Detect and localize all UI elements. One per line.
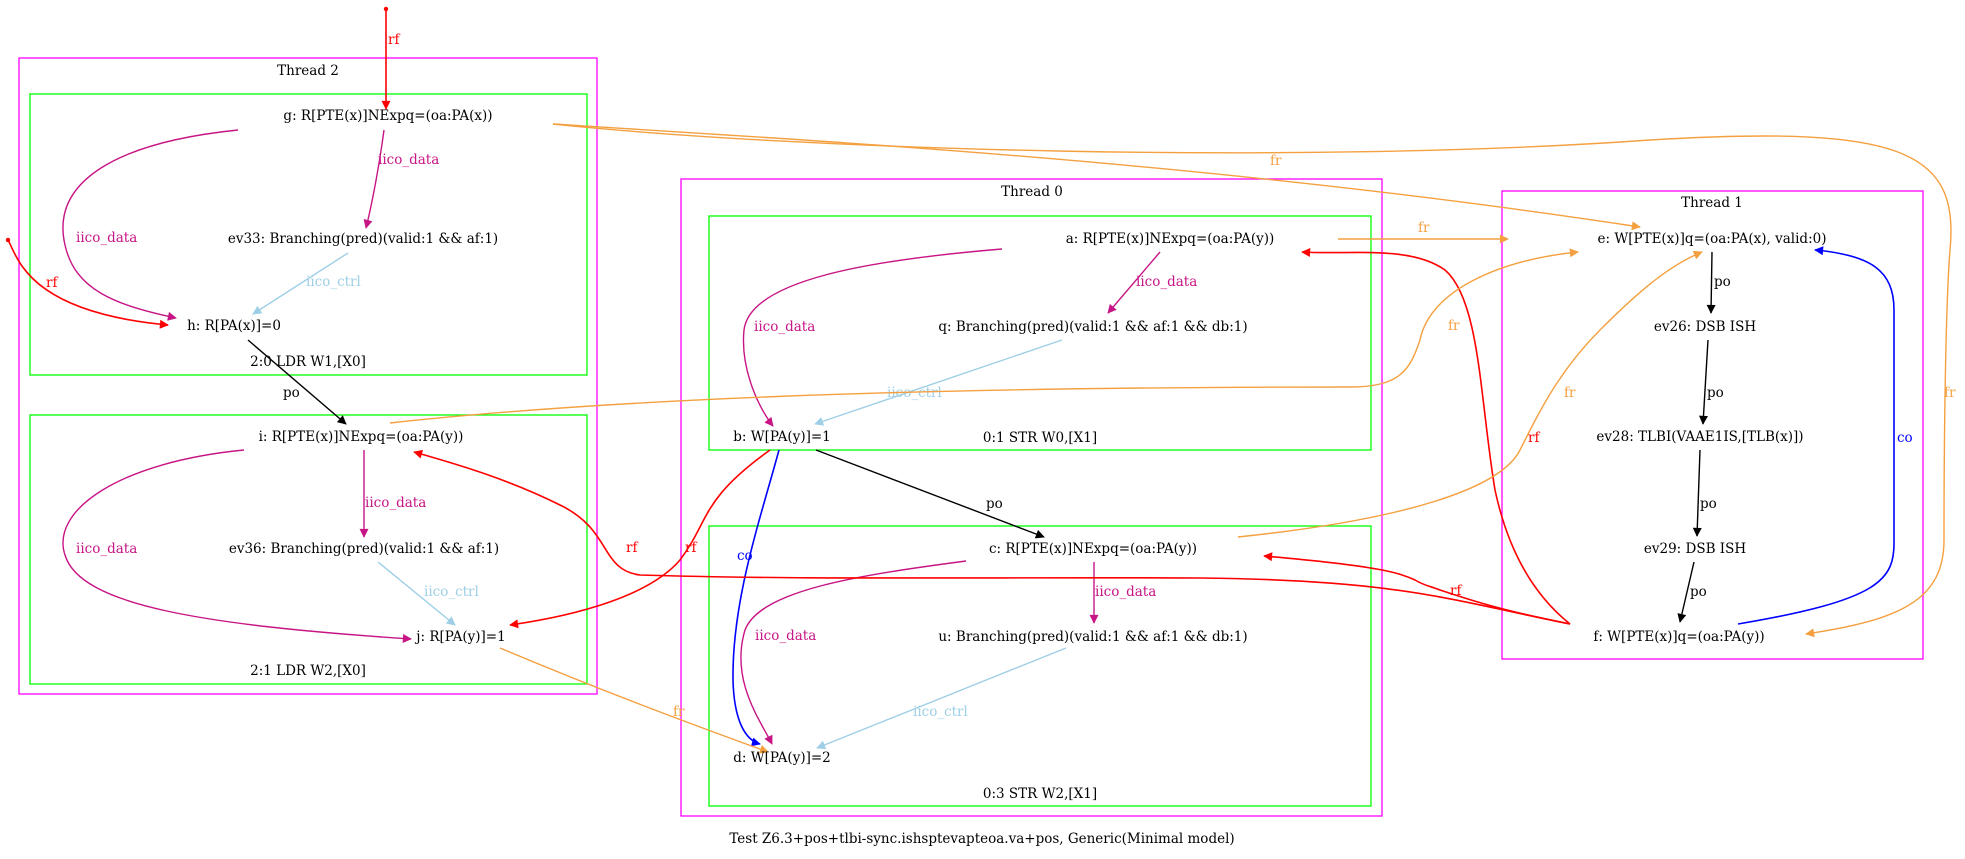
node-i: i: R[PTE(x)]NExpq=(oa:PA(y)) <box>259 429 464 445</box>
edge-label-rf: rf <box>388 32 400 48</box>
edge-iico-data-a-q: iico_data <box>1107 251 1197 314</box>
node-d: d: W[PA(y)]=2 <box>733 750 831 766</box>
node-j: j: R[PA(y)]=1 <box>414 629 505 645</box>
edge-fr-i-e: fr <box>389 248 1579 424</box>
edge-label-fr: fr <box>1448 318 1460 334</box>
edge-iico-data-a-b: iico_data <box>742 248 1003 427</box>
edge-label-iico-ctrl: iico_ctrl <box>887 385 942 401</box>
instr-0-3-label: 0:3 STR W2,[X1] <box>983 786 1097 802</box>
edge-label-iico-data: iico_data <box>1095 584 1156 600</box>
edge-iico-data-i-j: iico_data <box>62 449 412 643</box>
edge-rf-f-c: rf <box>1263 552 1571 625</box>
cluster-instr-0-1: 0:1 STR W0,[X1] <box>708 215 1372 451</box>
edge-label-iico-ctrl: iico_ctrl <box>913 704 968 720</box>
edge-label-fr: fr <box>1418 220 1430 236</box>
edge-rf-f-a: rf <box>1301 248 1571 625</box>
edge-po-h-i: po <box>247 339 347 425</box>
instr-0-1-label: 0:1 STR W0,[X1] <box>983 430 1097 446</box>
edge-rf-f-i: rf <box>413 449 1571 625</box>
edge-label-rf: rf <box>685 540 697 556</box>
edge-label-po: po <box>1714 274 1731 290</box>
edge-fr-g-f: fr <box>552 123 1956 638</box>
edge-label-po: po <box>1707 385 1724 401</box>
cluster-thread-2: Thread 2 <box>18 57 598 695</box>
node-ev29: ev29: DSB ISH <box>1644 541 1746 557</box>
node-a: a: R[PTE(x)]NExpq=(oa:PA(y)) <box>1066 231 1275 247</box>
cluster-thread-1: Thread 1 <box>1501 190 1924 660</box>
edge-po-ev26-ev28: po <box>1698 339 1724 425</box>
edge-po-e-ev26: po <box>1706 251 1731 314</box>
edge-label-iico-ctrl: iico_ctrl <box>424 584 479 600</box>
edge-label-iico-data: iico_data <box>365 495 426 511</box>
cluster-instr-0-3: 0:3 STR W2,[X1] <box>708 525 1372 807</box>
node-h: h: R[PA(x)]=0 <box>187 318 281 334</box>
node-ev28: ev28: TLBI(VAAE1IS,[TLB(x)]) <box>1596 429 1803 445</box>
node-ev36: ev36: Branching(pred)(valid:1 && af:1) <box>229 541 499 557</box>
edge-label-po: po <box>1700 496 1717 512</box>
edge-label-fr: fr <box>1944 385 1956 401</box>
edge-iico-ctrl-ev33-h: iico_ctrl <box>252 252 361 315</box>
node-e: e: W[PTE(x)]q=(oa:PA(x), valid:0) <box>1598 231 1827 247</box>
edge-co-b-d: co <box>732 449 780 747</box>
edge-iico-data-g-ev33: iico_data <box>363 129 439 229</box>
node-f: f: W[PTE(x)]q=(oa:PA(y)) <box>1593 629 1764 645</box>
edge-label-iico-data: iico_data <box>378 152 439 168</box>
edge-label-fr: fr <box>673 704 685 720</box>
edge-po-ev29-f: po <box>1677 561 1707 623</box>
edge-po-b-c: po <box>815 449 1045 539</box>
edge-iico-data-g-h: iico_data <box>62 129 239 321</box>
edge-label-co: co <box>737 548 753 564</box>
edge-label-fr: fr <box>1564 385 1576 401</box>
edge-label-iico-data: iico_data <box>755 628 816 644</box>
edge-label-po: po <box>1690 584 1707 600</box>
edge-label-iico-data: iico_data <box>1136 274 1197 290</box>
edge-init-rf-h: rf <box>5 237 169 329</box>
thread-1-title: Thread 1 <box>1681 195 1743 211</box>
instr-2-1-label: 2:1 LDR W2,[X0] <box>250 663 366 679</box>
node-u: u: Branching(pred)(valid:1 && af:1 && db… <box>938 629 1247 645</box>
edge-fr-a-e: fr <box>1338 220 1509 244</box>
thread-0-title: Thread 0 <box>1001 184 1063 200</box>
node-ev26: ev26: DSB ISH <box>1654 319 1756 335</box>
edge-label-rf: rf <box>626 540 638 556</box>
cluster-thread-0: Thread 0 <box>680 178 1383 817</box>
edge-label-iico-data: iico_data <box>76 230 137 246</box>
edge-iico-ctrl-u-d: iico_ctrl <box>816 647 1067 750</box>
edge-iico-ctrl-q-b: iico_ctrl <box>814 339 1063 426</box>
edge-label-co: co <box>1897 430 1913 446</box>
node-ev33: ev33: Branching(pred)(valid:1 && af:1) <box>228 231 498 247</box>
edge-iico-data-i-ev36: iico_data <box>359 450 426 538</box>
edge-fr-g-e: fr <box>552 123 1641 231</box>
edge-iico-ctrl-ev36-j: iico_ctrl <box>377 561 479 626</box>
edge-label-fr: fr <box>1270 153 1282 169</box>
edge-co-f-e: co <box>1737 246 1913 625</box>
edge-iico-data-c-d: iico_data <box>740 560 967 745</box>
edge-po-ev28-ev29: po <box>1692 449 1717 537</box>
graph-caption: Test Z6.3+pos+tlbi-sync.ishsptevapteoa.v… <box>729 831 1234 847</box>
node-b: b: W[PA(y)]=1 <box>733 429 831 445</box>
edge-rf-b-j: rf <box>509 449 771 629</box>
node-g: g: R[PTE(x)]NExpq=(oa:PA(x)) <box>283 108 492 124</box>
node-q: q: Branching(pred)(valid:1 && af:1 && db… <box>938 319 1247 335</box>
thread-2-title: Thread 2 <box>277 63 339 79</box>
cluster-instr-2-1: 2:1 LDR W2,[X0] <box>29 414 588 685</box>
edge-iico-data-c-u: iico_data <box>1089 562 1156 624</box>
edge-label-rf: rf <box>1450 583 1462 599</box>
node-c: c: R[PTE(x)]NExpq=(oa:PA(y)) <box>989 541 1197 557</box>
edge-label-po: po <box>986 496 1003 512</box>
edge-fr-j-d: fr <box>499 647 769 754</box>
edge-label-iico-data: iico_data <box>754 319 815 335</box>
edge-label-po: po <box>283 385 300 401</box>
edge-fr-c-e: fr <box>1237 250 1703 538</box>
edge-label-rf: rf <box>46 275 58 291</box>
edge-label-iico-data: iico_data <box>76 541 137 557</box>
edge-label-iico-ctrl: iico_ctrl <box>306 274 361 290</box>
edge-label-rf: rf <box>1528 430 1540 446</box>
edge-init-rf-g: rf <box>381 6 400 110</box>
